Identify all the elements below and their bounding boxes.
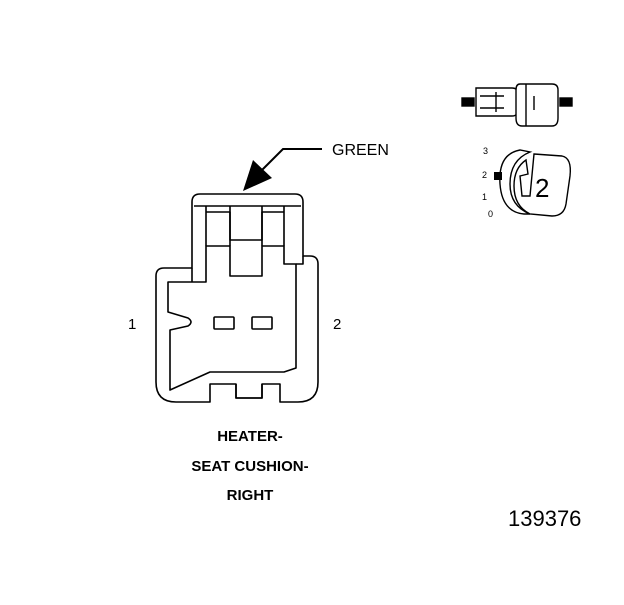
- side-view-wire-left: [461, 97, 475, 107]
- pointer-arrowhead: [243, 160, 272, 191]
- side-view-plug-left: [475, 87, 519, 117]
- connector-outer-outline: [155, 193, 319, 403]
- key-position-marker: [494, 172, 502, 180]
- position-mark-3: 3: [483, 146, 489, 156]
- position-mark-2: 2: [482, 170, 488, 180]
- side-view-wire-right: [559, 97, 573, 107]
- connector-name-line-3: RIGHT: [226, 487, 274, 504]
- pin-label-1: 1: [128, 316, 137, 333]
- figure-number: 139376: [508, 506, 582, 531]
- connector-inner-cavity: [167, 245, 297, 391]
- inset-side-view: [461, 83, 573, 127]
- terminal-2: [251, 316, 273, 330]
- connector-right-ledge: [296, 256, 304, 265]
- position-mark-1: 1: [482, 192, 488, 202]
- connector-face: [155, 193, 319, 403]
- connector-name-line-2: SEAT CUSHION-: [191, 458, 309, 475]
- side-view-plug-right: [515, 83, 559, 127]
- position-mark-0: 0: [488, 209, 494, 219]
- color-pointer: [243, 148, 322, 191]
- side-view-seam: [525, 84, 535, 126]
- terminal-1: [213, 316, 235, 330]
- key-view-right-shell: [513, 153, 572, 217]
- side-view-plug-detail: [480, 92, 504, 112]
- connector-name-line-1: HEATER-: [217, 428, 283, 445]
- wire-color-label: GREEN: [332, 142, 389, 159]
- connector-key-upper: [206, 211, 284, 241]
- pin-label-2: 2: [333, 316, 342, 333]
- inset-key-view: [494, 149, 572, 217]
- connector-bottom-foot: [235, 384, 263, 399]
- pointer-line: [261, 148, 322, 171]
- selected-position-number: 2: [535, 173, 550, 203]
